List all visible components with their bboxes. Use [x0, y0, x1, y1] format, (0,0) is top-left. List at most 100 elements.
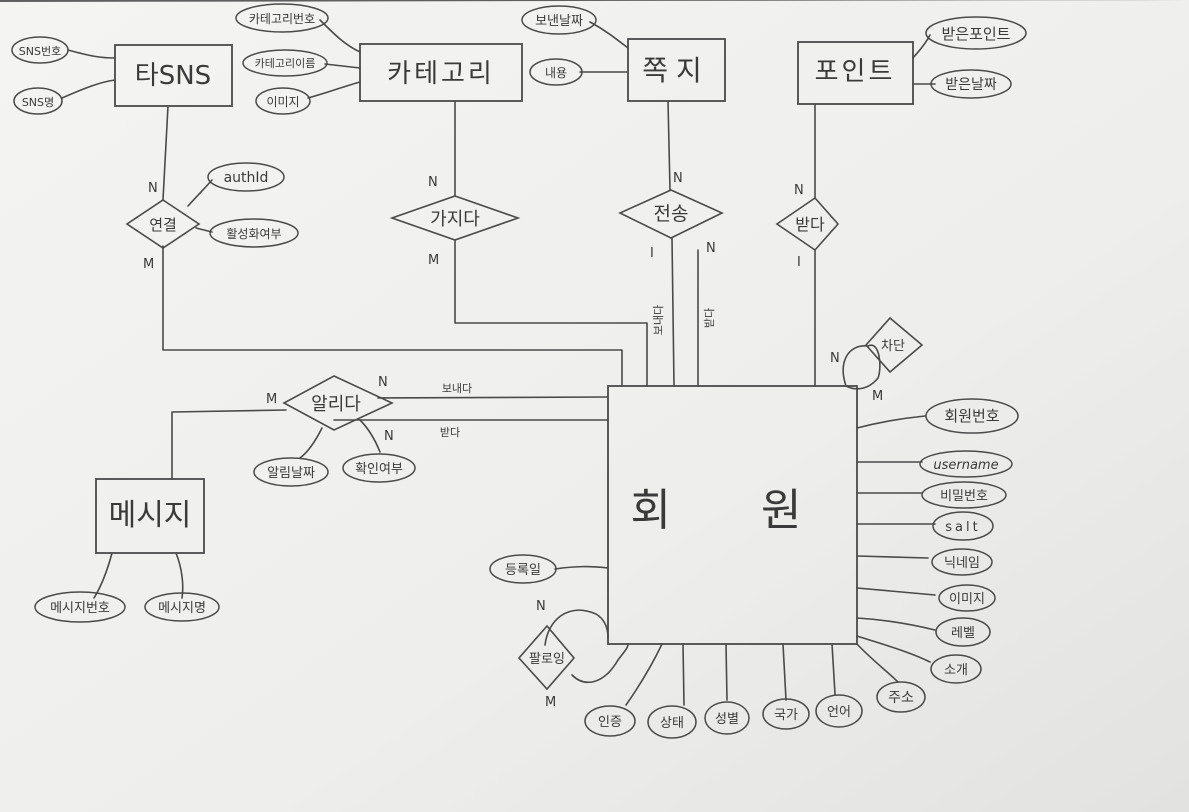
attr-content[interactable]: 내용 [529, 58, 583, 86]
entity-member[interactable]: 회 원 [607, 385, 858, 645]
svg-text:메시지번호: 메시지번호 [50, 601, 110, 616]
svg-text:국가: 국가 [774, 708, 798, 723]
attr-send-date[interactable]: 보낸날짜 [521, 5, 597, 35]
attr-category-name[interactable]: 카테고리이름 [242, 49, 328, 77]
attr-username[interactable]: username [919, 450, 1013, 478]
card-block-m: M [872, 389, 883, 404]
attr-activation[interactable]: 활성화여부 [209, 218, 299, 248]
card-notify-m: M [266, 392, 277, 407]
relationship-block-label: 차단 [881, 339, 905, 354]
relationship-notify-label: 알리다 [311, 394, 361, 415]
svg-text:등록일: 등록일 [505, 563, 541, 578]
attr-message-number[interactable]: 메시지번호 [34, 591, 126, 623]
card-connect-n: N [148, 181, 158, 196]
attr-address[interactable]: 주소 [876, 681, 926, 713]
card-block-n: N [830, 351, 840, 366]
attr-category-number[interactable]: 카테고리번호 [235, 3, 329, 33]
attr-auth-id[interactable]: authId [207, 162, 285, 192]
attr-language[interactable]: 언어 [815, 694, 863, 728]
relationship-notify[interactable]: 알리다 [282, 375, 394, 431]
entity-point[interactable]: 포인트 [797, 41, 914, 105]
svg-text:성별: 성별 [715, 712, 739, 727]
relationship-send-label: 전송 [654, 203, 689, 225]
attr-member-image[interactable]: 이미지 [938, 584, 996, 612]
card-receive-n: N [794, 183, 804, 198]
svg-text:카테고리이름: 카테고리이름 [255, 57, 316, 70]
relationship-connect[interactable]: 연결 [125, 199, 201, 249]
svg-text:받은날짜: 받은날짜 [945, 77, 997, 93]
relationship-block[interactable]: 차단 [864, 316, 924, 374]
relationship-send[interactable]: 전송 [618, 189, 724, 239]
card-have-n: N [428, 175, 438, 190]
svg-text:authId: authId [224, 170, 269, 186]
svg-text:내용: 내용 [545, 66, 567, 80]
card-follow-n: N [536, 599, 546, 614]
card-receive-one: I [797, 255, 801, 270]
attr-member-number[interactable]: 회원번호 [925, 398, 1019, 434]
svg-text:레벨: 레벨 [951, 626, 975, 641]
svg-text:상태: 상태 [660, 716, 684, 731]
attr-password[interactable]: 비밀번호 [921, 481, 1007, 509]
svg-text:주소: 주소 [888, 690, 914, 706]
attr-received-point[interactable]: 받은포인트 [925, 16, 1027, 50]
relationship-have[interactable]: 가지다 [389, 195, 521, 241]
attr-level[interactable]: 레벨 [935, 617, 991, 647]
entity-point-label: 포인트 [815, 57, 896, 87]
card-send-one: I [650, 246, 654, 261]
attr-join-date[interactable]: 등록일 [489, 554, 557, 584]
card-follow-m: M [545, 695, 556, 710]
card-notify-n1: N [378, 375, 388, 390]
svg-text:확인여부: 확인여부 [355, 462, 403, 477]
attr-sns-number[interactable]: SNS번호 [11, 36, 69, 64]
svg-text:salt: salt [945, 520, 980, 535]
svg-text:보낸날짜: 보낸날짜 [535, 14, 583, 29]
svg-text:SNS번호: SNS번호 [19, 45, 61, 58]
svg-text:회원번호: 회원번호 [944, 407, 999, 425]
attributes: SNS번호 SNS명 카테고리번호 카테고리이름 이미지 보낸날짜 내용 받은 [11, 3, 1027, 739]
svg-text:닉네임: 닉네임 [944, 556, 980, 571]
svg-text:username: username [933, 458, 998, 473]
entity-message-label: 메시지 [109, 498, 192, 533]
attr-status[interactable]: 상태 [647, 705, 697, 739]
connector-lines [61, 19, 936, 706]
svg-text:메시지명: 메시지명 [158, 601, 206, 616]
attr-gender[interactable]: 성별 [704, 701, 750, 735]
card-have-m: M [428, 253, 439, 268]
entity-sns-label: 타SNS [135, 61, 211, 91]
svg-text:활성화여부: 활성화여부 [226, 227, 281, 241]
card-notify-n2: N [384, 429, 394, 444]
attr-notify-date[interactable]: 알림날짜 [253, 457, 329, 487]
relationship-connect-label: 연결 [149, 216, 177, 234]
entity-message[interactable]: 메시지 [95, 478, 205, 554]
relationship-follow[interactable]: 팔로잉 [517, 624, 576, 691]
svg-text:언어: 언어 [827, 705, 851, 720]
edge-label-receives: 받다 [703, 308, 716, 328]
entity-category[interactable]: 카테고리 [359, 43, 523, 102]
attr-country[interactable]: 국가 [762, 698, 810, 730]
svg-text:받은포인트: 받은포인트 [941, 25, 1010, 43]
entity-sns[interactable]: 타SNS [114, 44, 233, 107]
svg-text:카테고리번호: 카테고리번호 [249, 12, 315, 26]
attr-nickname[interactable]: 닉네임 [931, 548, 993, 576]
attr-message-name[interactable]: 메시지명 [144, 592, 220, 622]
svg-text:소개: 소개 [944, 663, 968, 678]
edge-label-notify-send: 보내다 [442, 382, 472, 395]
cardinalities: N M N M N I N N I N M M N N N M [143, 171, 883, 710]
attr-confirm[interactable]: 확인여부 [342, 453, 416, 483]
card-connect-m: M [143, 257, 154, 272]
attr-auth[interactable]: 인증 [584, 705, 636, 737]
relationship-have-label: 가지다 [430, 209, 480, 230]
attr-intro[interactable]: 소개 [930, 654, 982, 684]
attr-category-image[interactable]: 이미지 [255, 87, 311, 115]
relationship-receive[interactable]: 받다 [775, 196, 840, 252]
attr-salt[interactable]: salt [932, 511, 994, 541]
svg-text:이미지: 이미지 [266, 95, 299, 109]
entity-note[interactable]: 쪽지 [627, 38, 726, 102]
card-send-n2: N [706, 241, 716, 256]
attr-sns-name[interactable]: SNS명 [13, 87, 63, 115]
entity-note-label: 쪽지 [642, 54, 710, 87]
svg-text:인증: 인증 [598, 715, 622, 730]
attr-received-date[interactable]: 받은날짜 [930, 69, 1012, 99]
